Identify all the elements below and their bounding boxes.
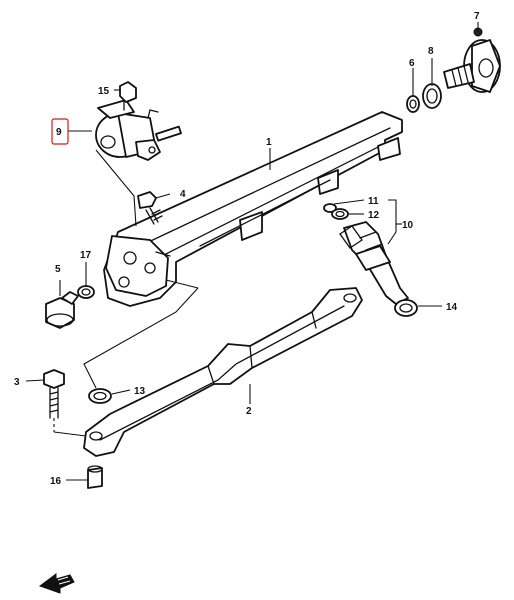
label-7[interactable]: 7 [474, 11, 480, 22]
label-1[interactable]: 1 [266, 137, 272, 148]
rail-insulator[interactable] [83, 287, 363, 457]
label-3[interactable]: 3 [14, 377, 20, 388]
label-10[interactable]: 10 [402, 220, 414, 231]
label-12[interactable]: 12 [368, 210, 380, 221]
fuel-rail[interactable] [103, 111, 403, 307]
injector-seal[interactable] [394, 299, 418, 317]
insulator-grommet[interactable] [88, 388, 112, 404]
label-6[interactable]: 6 [409, 58, 415, 69]
injector-o-ring[interactable] [323, 203, 337, 213]
label-8[interactable]: 8 [428, 46, 434, 57]
dowel-pin[interactable] [87, 465, 103, 489]
fuel-union[interactable] [443, 27, 501, 93]
leader-lines [25, 22, 479, 481]
label-2[interactable]: 2 [246, 406, 252, 417]
label-5[interactable]: 5 [55, 264, 61, 275]
pressure-regulator[interactable] [95, 99, 182, 161]
label-17[interactable]: 17 [80, 250, 92, 261]
fuel-injector[interactable] [339, 221, 409, 305]
label-14[interactable]: 14 [446, 302, 458, 313]
regulator-bolt[interactable] [119, 81, 137, 111]
label-11[interactable]: 11 [368, 196, 379, 207]
part-labels: 1 2 3 4 5 6 7 8 9 10 11 12 13 14 15 16 1… [14, 11, 480, 487]
label-9[interactable]: 9 [56, 127, 62, 138]
label-13[interactable]: 13 [134, 386, 146, 397]
highlight-box [51, 118, 69, 145]
gasket-small[interactable] [406, 95, 420, 113]
label-16[interactable]: 16 [50, 476, 62, 487]
mounting-bolt[interactable] [43, 369, 65, 419]
injector-cushion[interactable] [331, 208, 349, 220]
gasket-large[interactable] [422, 83, 442, 109]
plug-gasket[interactable] [77, 285, 95, 299]
front-arrow-icon [38, 573, 75, 594]
rail-bolt[interactable] [137, 191, 163, 225]
label-15[interactable]: 15 [98, 86, 110, 97]
label-4[interactable]: 4 [180, 189, 186, 200]
plug-bolt[interactable] [45, 291, 79, 329]
